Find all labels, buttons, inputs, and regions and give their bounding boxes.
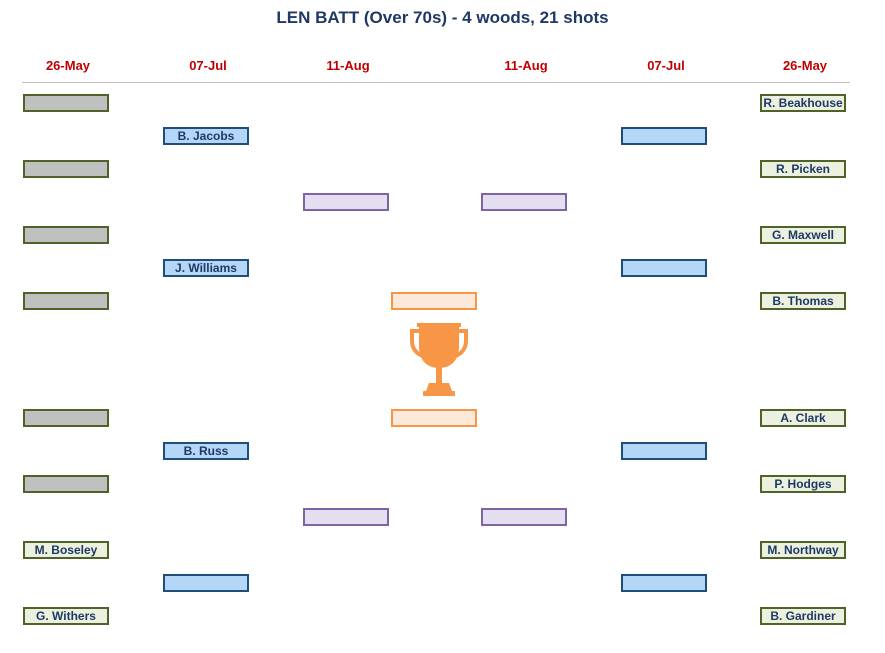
right-r1-slot-1[interactable]: R. Beakhouse (760, 94, 846, 112)
right-r1-slot-6[interactable]: P. Hodges (760, 475, 846, 493)
left-r1-slot-1[interactable] (23, 94, 109, 112)
right-r1-slot-2[interactable]: R. Picken (760, 160, 846, 178)
right-r3-slot-1[interactable] (481, 193, 567, 211)
left-r1-slot-8[interactable]: G. Withers (23, 607, 109, 625)
left-r2-slot-1[interactable]: B. Jacobs (163, 127, 249, 145)
left-r1-slot-3[interactable] (23, 226, 109, 244)
left-r1-slot-2[interactable] (23, 160, 109, 178)
left-r3-slot-2[interactable] (303, 508, 389, 526)
left-r2-slot-2[interactable]: J. Williams (163, 259, 249, 277)
left-r1-slot-5[interactable] (23, 409, 109, 427)
left-r2-slot-4[interactable] (163, 574, 249, 592)
right-r1-slot-7[interactable]: M. Northway (760, 541, 846, 559)
right-r1-slot-3[interactable]: G. Maxwell (760, 226, 846, 244)
left-r2-slot-3[interactable]: B. Russ (163, 442, 249, 460)
left-r1-slot-4[interactable] (23, 292, 109, 310)
final-slot-2[interactable] (391, 409, 477, 427)
left-r3-slot-1[interactable] (303, 193, 389, 211)
page-title: LEN BATT (Over 70s) - 4 woods, 21 shots (276, 8, 609, 27)
left-r1-slot-7[interactable]: M. Boseley (23, 541, 109, 559)
right-r1-slot-8[interactable]: B. Gardiner (760, 607, 846, 625)
trophy-icon (410, 323, 468, 396)
round-date-left-3: 11-Aug (326, 58, 370, 73)
round-date-left-1: 26-May (45, 58, 91, 73)
right-r2-slot-3[interactable] (621, 442, 707, 460)
final-slot-1[interactable] (391, 292, 477, 310)
left-r1-slot-6[interactable] (23, 475, 109, 493)
right-r2-slot-4[interactable] (621, 574, 707, 592)
right-r2-slot-1[interactable] (621, 127, 707, 145)
right-r3-slot-2[interactable] (481, 508, 567, 526)
round-date-right-3: 11-Aug (504, 58, 548, 73)
right-r2-slot-2[interactable] (621, 259, 707, 277)
right-r1-slot-4[interactable]: B. Thomas (760, 292, 846, 310)
right-r1-slot-5[interactable]: A. Clark (760, 409, 846, 427)
round-date-right-1: 26-May (782, 58, 828, 73)
header-divider (22, 82, 850, 83)
round-date-left-2: 07-Jul (189, 58, 227, 73)
round-date-right-2: 07-Jul (647, 58, 685, 73)
